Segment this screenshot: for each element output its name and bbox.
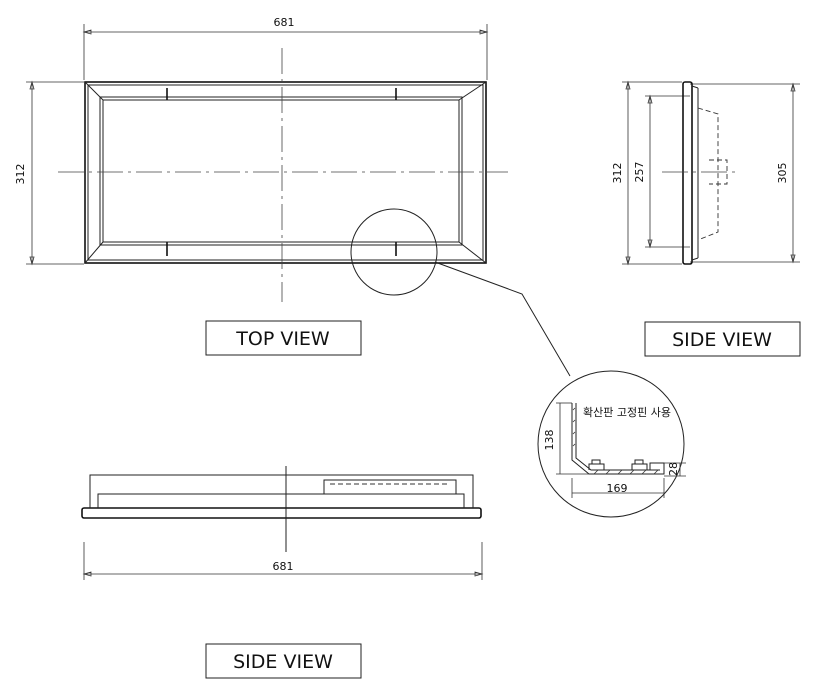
detail-callout-circle <box>350 208 438 296</box>
bottom-frame-base <box>81 507 482 519</box>
top-height-dimension: 312 <box>14 164 27 185</box>
bottom-width-dimension: 681 <box>273 560 294 573</box>
side-view-bottom-label-box <box>205 643 362 679</box>
detail-lip-dimension: 28 <box>667 462 680 476</box>
side-inner-dimension: 257 <box>633 162 646 183</box>
detail-view-circle <box>537 370 685 518</box>
top-outer-frame <box>84 81 487 264</box>
side-view-right-label: SIDE VIEW <box>672 329 772 351</box>
top-view-label: TOP VIEW <box>235 328 330 350</box>
detail-width-dimension: 169 <box>607 482 628 495</box>
detail-height-dimension: 138 <box>543 430 556 451</box>
side-overall-dimension: 312 <box>611 163 624 184</box>
bottom-frame-outline <box>89 474 474 508</box>
side-view-right-label-box <box>644 321 801 357</box>
side-view-right: 312 257 305 SIDE VIEW <box>611 80 801 357</box>
side-frame-profile <box>682 81 693 265</box>
side-depth-dimension: 305 <box>776 163 789 184</box>
side-hidden-housing <box>697 107 719 241</box>
top-view-label-box <box>205 320 362 356</box>
side-view-bottom-label: SIDE VIEW <box>233 651 333 673</box>
detail-note: 확산판 고정핀 사용 <box>583 406 671 419</box>
top-view: 681 312 TOP VIEW <box>14 16 571 377</box>
side-view-bottom: 681 SIDE VIEW <box>81 466 484 679</box>
top-inner-frame <box>99 96 463 246</box>
detail-leader-line <box>434 261 571 377</box>
top-width-dimension: 681 <box>274 16 295 29</box>
bottom-housing <box>323 479 457 495</box>
detail-view: 138 169 28 확산판 고정핀 사용 <box>537 370 686 518</box>
